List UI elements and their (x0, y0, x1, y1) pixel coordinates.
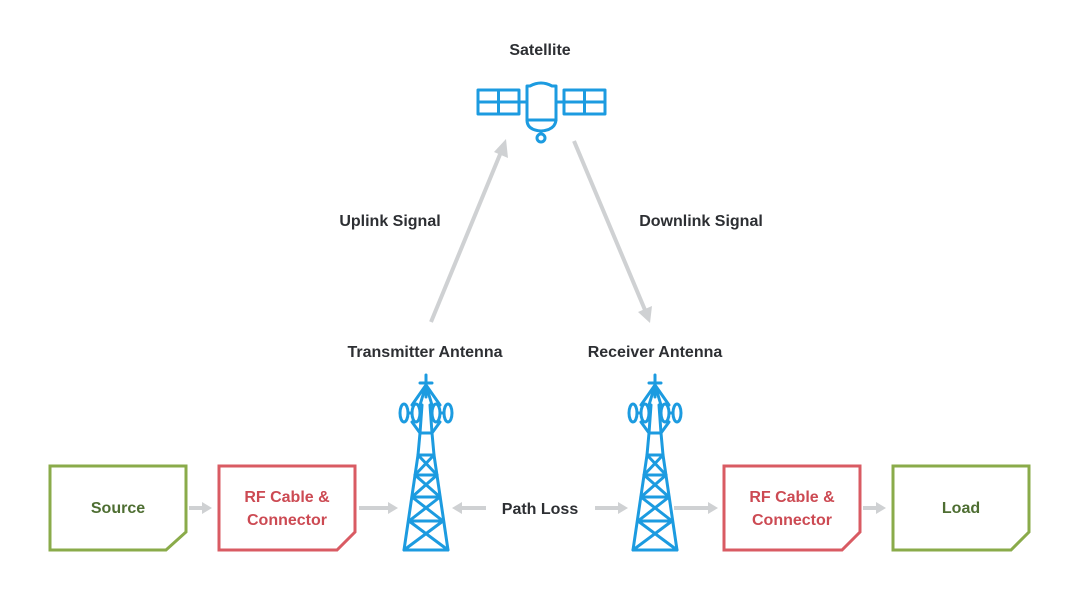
satellite-label: Satellite (509, 42, 570, 59)
rf-right-line1: RF Cable & (749, 489, 835, 506)
rf-right-line2: Connector (752, 512, 832, 529)
source-label: Source (91, 500, 145, 517)
transmitter-antenna-label: Transmitter Antenna (348, 344, 503, 361)
uplink-arrow (429, 139, 508, 323)
rf-left-line2: Connector (247, 512, 327, 529)
receiver-antenna-label: Receiver Antenna (588, 344, 723, 361)
downlink-arrow (572, 140, 652, 323)
downlink-label: Downlink Signal (639, 213, 763, 230)
uplink-label: Uplink Signal (339, 213, 440, 230)
transmitter-tower-icon (398, 373, 454, 552)
source-to-rf-arrow (189, 502, 212, 514)
source-box: Source (48, 464, 188, 552)
rf-to-load-arrow (863, 502, 886, 514)
path-loss-right-arrow (595, 502, 628, 514)
load-box: Load (891, 464, 1031, 552)
receiver-to-rf-arrow (674, 502, 718, 514)
receiver-tower-icon (627, 373, 683, 552)
rf-cable-connector-right-box: RF Cable & Connector (722, 464, 862, 552)
rf-left-line1: RF Cable & (244, 489, 330, 506)
rf-cable-connector-left-box: RF Cable & Connector (217, 464, 357, 552)
rf-to-transmitter-arrow (359, 502, 398, 514)
satellite-icon (476, 81, 607, 144)
path-loss-left-arrow (452, 502, 486, 514)
load-label: Load (942, 500, 980, 517)
path-loss-label: Path Loss (502, 501, 579, 518)
